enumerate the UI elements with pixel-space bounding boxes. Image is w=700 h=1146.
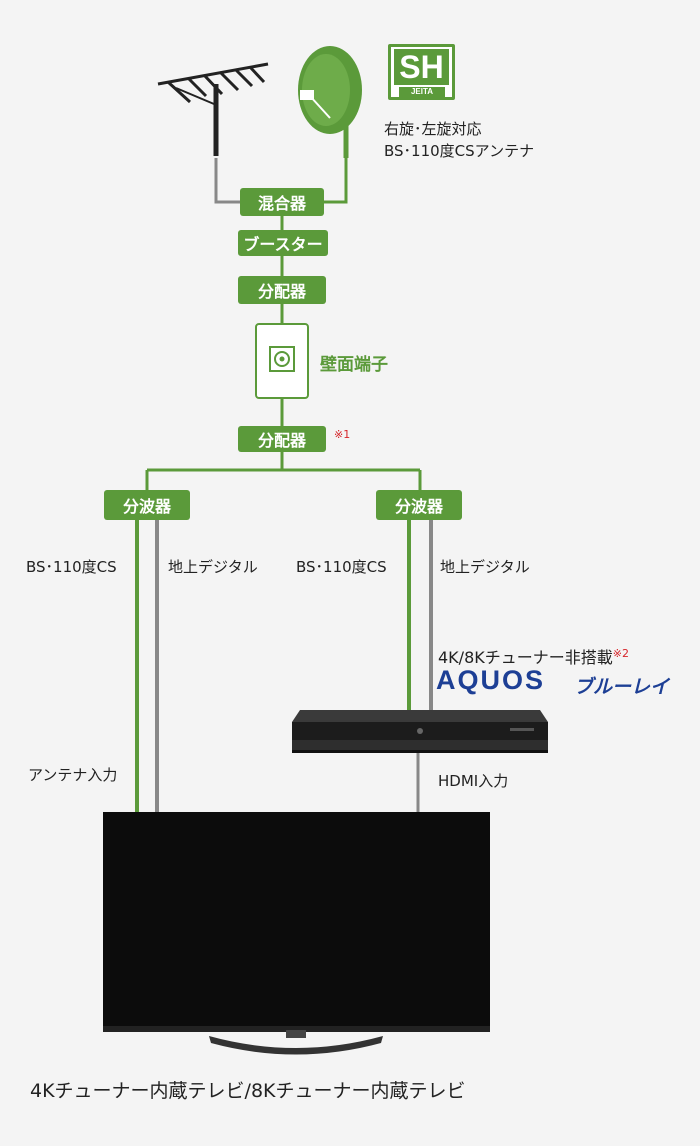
splitter-mid-box: 分配器 xyxy=(238,426,326,452)
antenna-spec-line2: BS･110度CSアンテナ xyxy=(384,142,535,160)
antenna-cables xyxy=(214,158,348,204)
recorder-note: ※2 xyxy=(612,647,629,660)
left-terrestrial-label: 地上デジタル xyxy=(168,558,258,576)
left-output-cables xyxy=(135,520,159,812)
left-bs-label: BS･110度CS xyxy=(26,558,117,576)
tv-caption: 4Kチューナー内蔵テレビ/8Kチューナー内蔵テレビ xyxy=(30,1080,466,1102)
recorder-caption-text: 4K/8Kチューナー非搭載 xyxy=(438,648,613,667)
hdmi-input-label: HDMI入力 xyxy=(438,772,509,790)
antenna-input-label: アンテナ入力 xyxy=(28,766,118,784)
bluray-product: ブルーレイ xyxy=(574,676,670,698)
aquos-brand: AQUOS xyxy=(436,665,546,695)
bluray-recorder-icon xyxy=(292,710,548,753)
booster-box: ブースター xyxy=(238,230,328,256)
diplexer-left-box: 分波器 xyxy=(104,490,190,520)
wall-outlet-label: 壁面端子 xyxy=(320,355,388,375)
sh-jeita-logo: SH JEITA xyxy=(388,44,455,100)
diplexer-right-box: 分波器 xyxy=(376,490,462,520)
splitter-top-box: 分配器 xyxy=(238,276,326,304)
right-terrestrial-label: 地上デジタル xyxy=(440,558,530,576)
mixer-box: 混合器 xyxy=(240,188,324,216)
sh-logo-main: SH xyxy=(394,49,449,85)
wall-outlet-icon xyxy=(255,323,309,399)
trunk-cable xyxy=(145,216,422,490)
sh-logo-sub: JEITA xyxy=(399,87,445,97)
right-output-cables xyxy=(407,520,433,812)
splitter-note: ※1 xyxy=(334,428,351,441)
satellite-dish-icon xyxy=(298,46,362,158)
antenna-spec-line1: 右旋･左旋対応 xyxy=(384,120,482,138)
recorder-caption: 4K/8Kチューナー非搭載※2 xyxy=(438,644,629,668)
tv-icon xyxy=(103,812,490,1055)
terrestrial-antenna-icon xyxy=(157,62,269,156)
right-bs-label: BS･110度CS xyxy=(296,558,387,576)
